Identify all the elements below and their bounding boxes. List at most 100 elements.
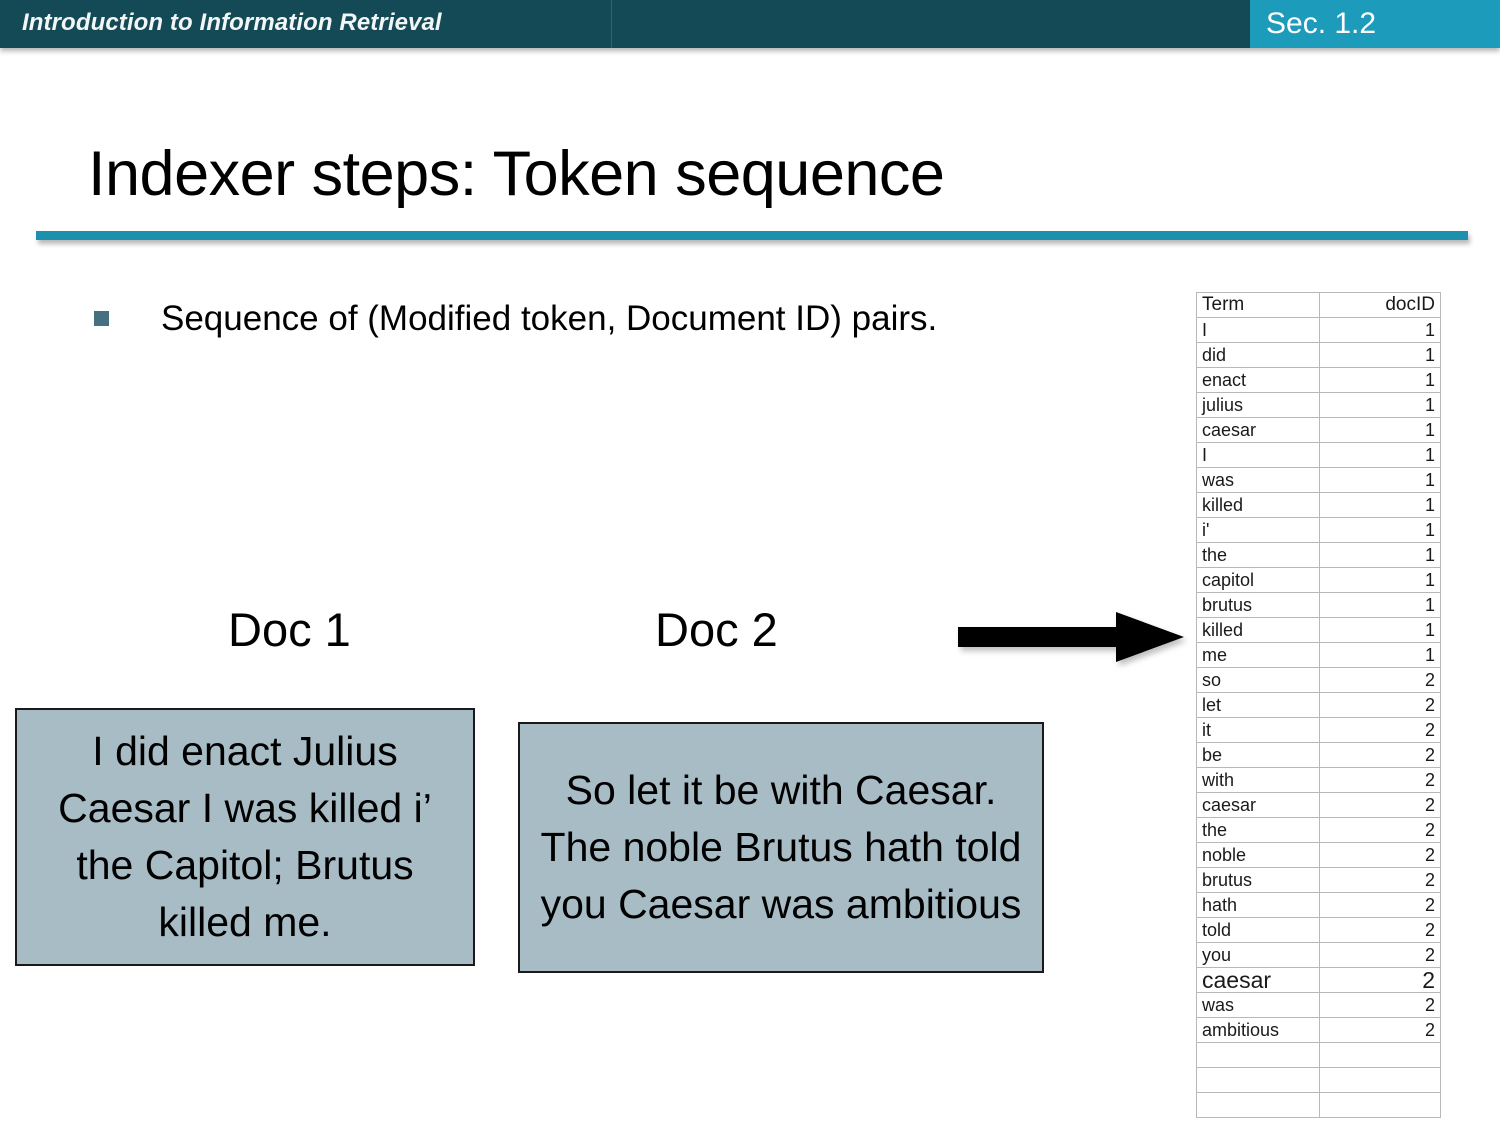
cell-docid: 1 [1319,542,1441,568]
doc2-text-box: So let it be with Caesar. The noble Brut… [518,722,1044,973]
cell-docid: 1 [1319,517,1441,543]
cell-term: caesar [1196,967,1320,993]
cell-term: did [1196,342,1320,368]
cell-docid: 2 [1319,842,1441,868]
cell-term: the [1196,542,1320,568]
cell-term: with [1196,767,1320,793]
cell-docid: 2 [1319,867,1441,893]
cell-term: caesar [1196,417,1320,443]
cell-term: I [1196,317,1320,343]
column-header-term: Term [1196,292,1320,318]
cell-docid: 1 [1319,492,1441,518]
header-left-panel: Introduction to Information Retrieval [0,0,612,48]
cell-term: be [1196,742,1320,768]
bullet-item-label: Sequence of (Modified token, Document ID… [161,299,938,338]
table-row: i'1 [1196,517,1441,543]
cell-term: noble [1196,842,1320,868]
cell-docid: 1 [1319,617,1441,643]
cell-term: so [1196,667,1320,693]
cell-term: caesar [1196,792,1320,818]
cell-docid: 1 [1319,367,1441,393]
cell-term: enact [1196,367,1320,393]
cell-docid: 1 [1319,317,1441,343]
cell-term: me [1196,642,1320,668]
cell-docid: 2 [1319,742,1441,768]
cell-docid: 1 [1319,467,1441,493]
cell-term: was [1196,467,1320,493]
cell-docid [1319,1067,1441,1093]
cell-docid: 1 [1319,392,1441,418]
square-bullet-icon [94,311,109,326]
cell-term: killed [1196,617,1320,643]
table-row [1196,1042,1441,1068]
doc2-label: Doc 2 [655,603,778,656]
cell-docid: 2 [1319,992,1441,1018]
cell-docid [1319,1042,1441,1068]
cell-term [1196,1067,1320,1093]
cell-term: hath [1196,892,1320,918]
column-header-docid: docID [1319,292,1441,318]
bullet-item: Sequence of (Modified token, Document ID… [94,297,937,341]
doc1-label: Doc 1 [228,603,351,656]
cell-term: you [1196,942,1320,968]
cell-term [1196,1092,1320,1118]
cell-docid: 1 [1319,592,1441,618]
course-title: Introduction to Information Retrieval [22,9,442,36]
cell-term: told [1196,917,1320,943]
title-underline-rule [36,231,1468,240]
doc1-text-box: I did enact Julius Caesar I was killed i… [15,708,475,966]
cell-term: was [1196,992,1320,1018]
cell-term: julius [1196,392,1320,418]
cell-term: let [1196,692,1320,718]
cell-term: the [1196,817,1320,843]
slide-header-bar: Introduction to Information Retrieval Se… [0,0,1500,48]
cell-term: I [1196,442,1320,468]
cell-docid: 2 [1319,667,1441,693]
cell-docid [1319,1092,1441,1118]
right-arrow-icon [958,612,1184,662]
cell-docid: 2 [1319,942,1441,968]
cell-docid: 1 [1319,567,1441,593]
cell-docid: 1 [1319,642,1441,668]
cell-docid: 1 [1319,417,1441,443]
cell-docid: 2 [1319,1017,1441,1043]
cell-docid: 1 [1319,442,1441,468]
cell-docid: 1 [1319,342,1441,368]
cell-term: it [1196,717,1320,743]
cell-docid: 2 [1319,767,1441,793]
cell-docid: 2 [1319,817,1441,843]
cell-term: capitol [1196,567,1320,593]
table-header-row: Term docID [1196,292,1441,318]
cell-docid: 2 [1319,717,1441,743]
section-badge: Sec. 1.2 [1250,0,1500,48]
cell-term [1196,1042,1320,1068]
table-row [1196,1092,1441,1118]
cell-docid: 2 [1319,967,1441,993]
